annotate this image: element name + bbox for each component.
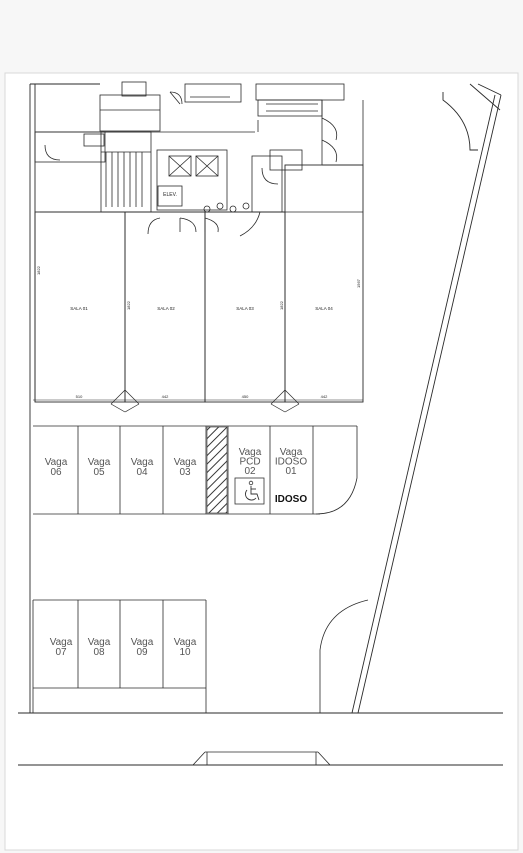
hatched-access-aisle — [206, 426, 228, 514]
entrance-ramp — [192, 751, 331, 766]
room-width-dimension: 450 — [242, 394, 249, 399]
room-width-dimension: 442 — [321, 394, 328, 399]
room-sala-04 — [284, 164, 364, 403]
room-label: SALA 03 — [236, 306, 254, 311]
wheelchair-icon — [234, 477, 265, 505]
room-label: SALA 02 — [157, 306, 175, 311]
idoso-ground-label: IDOSO — [275, 494, 307, 505]
room-height-dimension: 1822 — [279, 300, 284, 310]
parking-row-2 — [32, 599, 207, 713]
room-width-dimension: 442 — [162, 394, 169, 399]
room-doors — [110, 389, 300, 413]
room-height-dimension: 1822 — [36, 265, 41, 275]
paper-sheet — [4, 72, 519, 851]
room-height-dimension: 1567 — [356, 278, 361, 288]
rooms: SALA 01 SALA 02 SALA 03 SALA 04 510 442 … — [33, 164, 364, 403]
room-height-dimension: 1822 — [126, 300, 131, 310]
elevator-label: ELEV. — [163, 192, 177, 198]
room-label: SALA 04 — [315, 306, 333, 311]
parking-row-1 — [33, 425, 358, 515]
kerb-curve — [319, 599, 369, 713]
room-width-dimension: 510 — [76, 394, 83, 399]
room-label: SALA 01 — [70, 306, 88, 311]
